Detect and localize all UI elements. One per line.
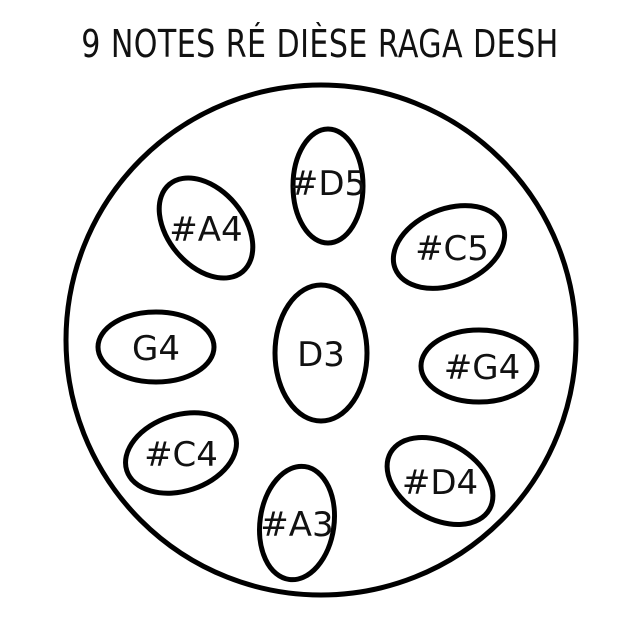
note-d3[interactable]: D3 bbox=[272, 282, 370, 424]
note-c5-sharp-label: #C5 bbox=[415, 229, 489, 269]
note-d4-sharp-shape bbox=[384, 434, 496, 528]
note-c4-sharp-label: #C4 bbox=[144, 435, 218, 475]
page-title: 9 NOTES RÉ DIÈSE RAGA DESH bbox=[81, 22, 559, 66]
note-d5-sharp-shape bbox=[290, 126, 366, 246]
drum-outline bbox=[63, 82, 579, 598]
note-a4-sharp-label: #A4 bbox=[169, 210, 242, 250]
note-d5-sharp-label: #D5 bbox=[290, 164, 366, 204]
note-c4-sharp[interactable]: #C4 bbox=[115, 399, 247, 507]
note-a4-sharp[interactable]: #A4 bbox=[140, 160, 271, 296]
note-c5-sharp-shape bbox=[390, 203, 508, 291]
note-g4-label: G4 bbox=[132, 329, 180, 369]
note-a4-sharp-shape bbox=[156, 175, 256, 281]
note-c4-sharp-shape bbox=[123, 410, 239, 496]
note-d5-sharp[interactable]: #D5 bbox=[290, 126, 366, 246]
note-a3-sharp[interactable]: #A3 bbox=[252, 461, 341, 584]
note-d4-sharp-label: #D4 bbox=[402, 463, 478, 503]
note-a3-sharp-shape bbox=[257, 463, 337, 583]
note-g4-sharp[interactable]: #G4 bbox=[418, 327, 540, 405]
note-g4-sharp-label: #G4 bbox=[444, 348, 520, 388]
note-c5-sharp[interactable]: #C5 bbox=[381, 190, 517, 304]
note-d3-label: D3 bbox=[297, 335, 345, 375]
note-d3-shape bbox=[272, 282, 370, 424]
note-g4-sharp-shape bbox=[418, 327, 540, 405]
note-a3-sharp-label: #A3 bbox=[260, 505, 333, 545]
note-g4[interactable]: G4 bbox=[95, 309, 217, 385]
note-d4-sharp[interactable]: #D4 bbox=[372, 420, 509, 543]
note-g4-shape bbox=[95, 309, 217, 385]
